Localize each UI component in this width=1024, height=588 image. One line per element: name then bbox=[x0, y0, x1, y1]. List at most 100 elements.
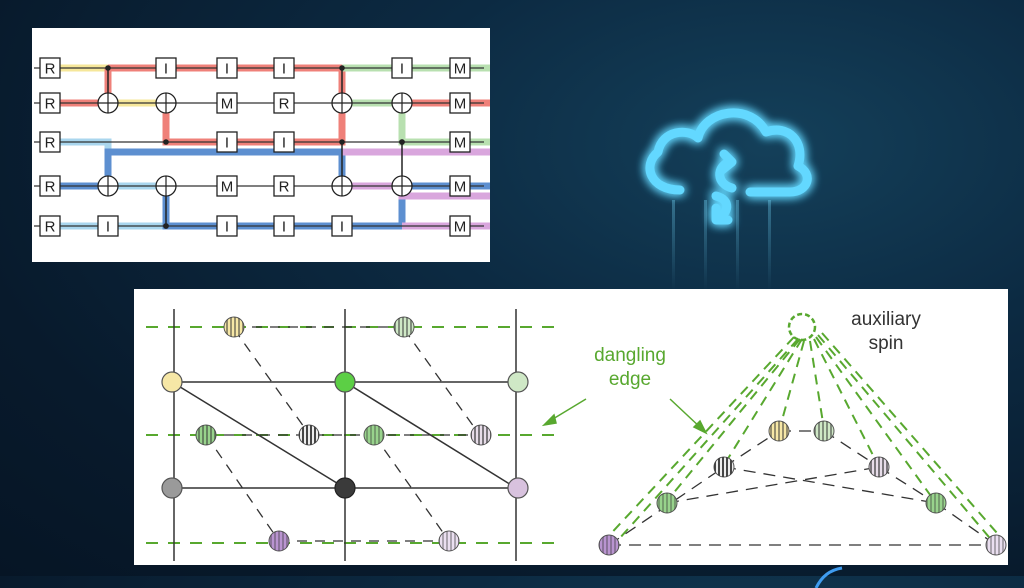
circuit-wires bbox=[34, 67, 484, 227]
striped-node bbox=[363, 424, 385, 446]
cnot-target bbox=[391, 175, 413, 197]
gate-I: I bbox=[155, 57, 177, 79]
gate-end: M bbox=[449, 175, 471, 197]
circuit-links bbox=[97, 65, 413, 229]
circuit-paths bbox=[42, 64, 490, 230]
striped-node bbox=[268, 530, 290, 552]
gate-end: M bbox=[449, 57, 471, 79]
corner-decoration bbox=[814, 566, 843, 588]
svg-text:I: I bbox=[225, 219, 229, 236]
lattice-node-bright-green bbox=[334, 371, 356, 393]
svg-text:M: M bbox=[454, 96, 467, 113]
gate-start: R bbox=[39, 92, 61, 114]
svg-text:I: I bbox=[106, 219, 110, 236]
cnot-target bbox=[155, 92, 177, 114]
light-beam bbox=[768, 200, 771, 290]
striped-node bbox=[470, 424, 492, 446]
gate-I: I bbox=[273, 215, 295, 237]
svg-text:M: M bbox=[454, 135, 467, 152]
svg-text:I: I bbox=[340, 219, 344, 236]
gate-I: I bbox=[216, 215, 238, 237]
gate-I: I bbox=[273, 57, 295, 79]
striped-node bbox=[813, 420, 835, 442]
striped-node bbox=[438, 530, 460, 552]
lattice-diagram: dangling edge auxiliary spin bbox=[134, 289, 1008, 565]
cnot-control bbox=[339, 65, 345, 71]
aux-label-line1: auxiliary bbox=[851, 309, 921, 330]
svg-text:R: R bbox=[45, 96, 56, 113]
cnot-target bbox=[391, 92, 413, 114]
svg-text:M: M bbox=[454, 219, 467, 236]
striped-node bbox=[393, 316, 415, 338]
dangling-label-line2: edge bbox=[609, 369, 651, 390]
svg-text:M: M bbox=[454, 179, 467, 196]
svg-text:I: I bbox=[225, 135, 229, 152]
cnot-control bbox=[339, 139, 345, 145]
path-red-mid bbox=[162, 103, 346, 146]
cnot-target bbox=[155, 175, 177, 197]
svg-text:I: I bbox=[282, 135, 286, 152]
aux-label-line2: spin bbox=[869, 333, 904, 354]
gate-I: I bbox=[216, 57, 238, 79]
gate-I: I bbox=[273, 131, 295, 153]
striped-node bbox=[298, 424, 320, 446]
striped-node bbox=[768, 420, 790, 442]
lattice-svg: dangling edge auxiliary spin bbox=[146, 309, 1007, 561]
striped-node bbox=[195, 424, 217, 446]
cnot-control bbox=[163, 223, 169, 229]
striped-node bbox=[598, 534, 620, 556]
svg-text:M: M bbox=[221, 179, 234, 196]
gate-end: M bbox=[449, 92, 471, 114]
gate-start: R bbox=[39, 131, 61, 153]
striped-node bbox=[656, 492, 678, 514]
svg-text:I: I bbox=[282, 219, 286, 236]
gate-I: I bbox=[391, 57, 413, 79]
aux-spin-edges bbox=[603, 332, 1005, 544]
cnot-control bbox=[399, 139, 405, 145]
striped-node bbox=[713, 456, 735, 478]
gate-I: I bbox=[97, 215, 119, 237]
svg-text:R: R bbox=[279, 179, 290, 196]
triangle-edges bbox=[608, 430, 997, 546]
gate-start: R bbox=[39, 215, 61, 237]
svg-text:R: R bbox=[45, 179, 56, 196]
light-beam bbox=[672, 200, 675, 290]
light-beam bbox=[736, 200, 739, 290]
svg-text:R: R bbox=[45, 219, 56, 236]
striped-node bbox=[868, 456, 890, 478]
cloud-sync-icon bbox=[620, 80, 830, 290]
gate-I: I bbox=[216, 131, 238, 153]
spin-nodes bbox=[161, 312, 1007, 556]
striped-node bbox=[925, 492, 947, 514]
svg-text:M: M bbox=[454, 61, 467, 78]
lattice-node-gray bbox=[161, 477, 183, 499]
dangling-label-line1: dangling bbox=[594, 345, 666, 366]
gate-start: R bbox=[39, 57, 61, 79]
svg-text:I: I bbox=[400, 61, 404, 78]
gate-end: M bbox=[449, 131, 471, 153]
cnot-target bbox=[331, 92, 353, 114]
svg-text:I: I bbox=[282, 61, 286, 78]
gate-I: I bbox=[331, 215, 353, 237]
dangling-arrows bbox=[541, 398, 708, 435]
lattice-node-dark bbox=[334, 477, 356, 499]
auxiliary-spin-node bbox=[787, 312, 817, 342]
gate-start: R bbox=[39, 175, 61, 197]
svg-text:M: M bbox=[221, 96, 234, 113]
gate-M: M bbox=[216, 92, 238, 114]
svg-text:I: I bbox=[164, 61, 168, 78]
cnot-target bbox=[97, 175, 119, 197]
lattice-node-lilac bbox=[507, 477, 529, 499]
svg-text:R: R bbox=[279, 96, 290, 113]
lattice-node-light-green bbox=[507, 371, 529, 393]
svg-text:R: R bbox=[45, 61, 56, 78]
cnot-target bbox=[97, 92, 119, 114]
gate-R: R bbox=[273, 175, 295, 197]
gate-end: M bbox=[449, 215, 471, 237]
svg-text:R: R bbox=[45, 135, 56, 152]
striped-node bbox=[985, 534, 1007, 556]
light-beam bbox=[704, 200, 707, 290]
